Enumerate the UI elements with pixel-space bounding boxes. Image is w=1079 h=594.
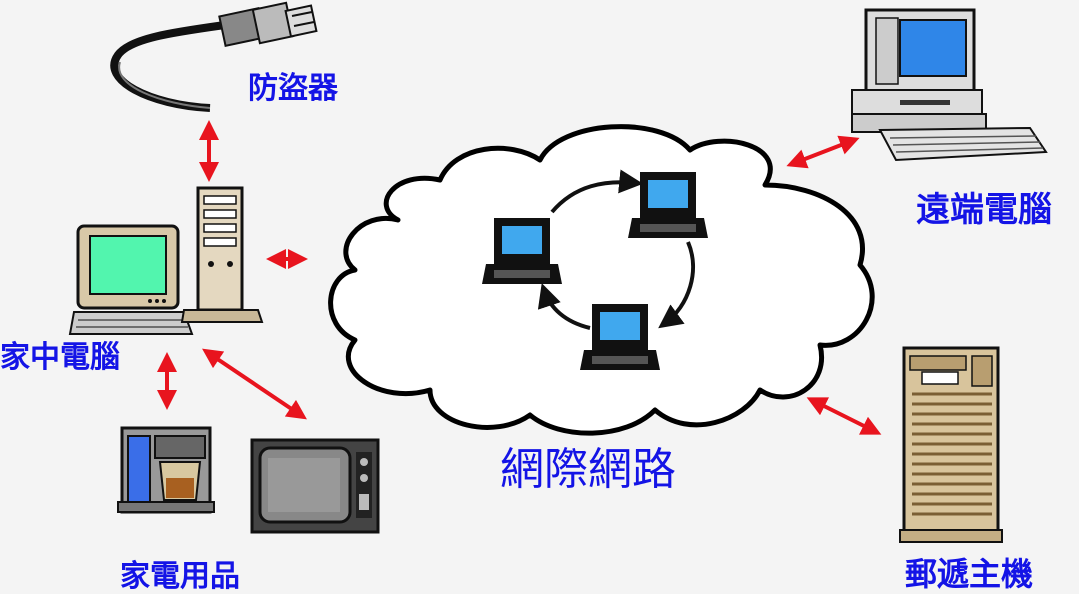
television-icon <box>250 438 380 534</box>
flow-arrow <box>658 241 696 329</box>
internet-label: 網際網路 <box>500 444 676 495</box>
remote-computer-label: 遠端電腦 <box>916 190 1052 230</box>
laptop-icon <box>628 172 708 238</box>
coffee-maker-icon <box>117 426 215 514</box>
mail-server-icon <box>899 346 1003 543</box>
laptop-icon <box>580 304 660 370</box>
flow-arrow <box>537 283 591 330</box>
cloud-icon <box>328 124 875 436</box>
home-computer-icon <box>68 224 194 335</box>
link-arrow-mail <box>806 397 882 435</box>
link-arrow-tv <box>202 348 307 420</box>
alarm-label: 防盜器 <box>248 71 338 106</box>
tower-case-icon <box>180 186 264 323</box>
alarm-cable-icon <box>110 1 318 112</box>
mail-host-label: 郵遞主機 <box>905 555 1034 593</box>
laptop-icon <box>482 218 562 284</box>
remote-computer-icon <box>851 8 1048 162</box>
appliances-label: 家電用品 <box>120 559 240 594</box>
home-computer-label: 家中電腦 <box>0 340 120 375</box>
flow-arrow <box>550 169 644 214</box>
link-arrow-remote <box>786 135 860 169</box>
